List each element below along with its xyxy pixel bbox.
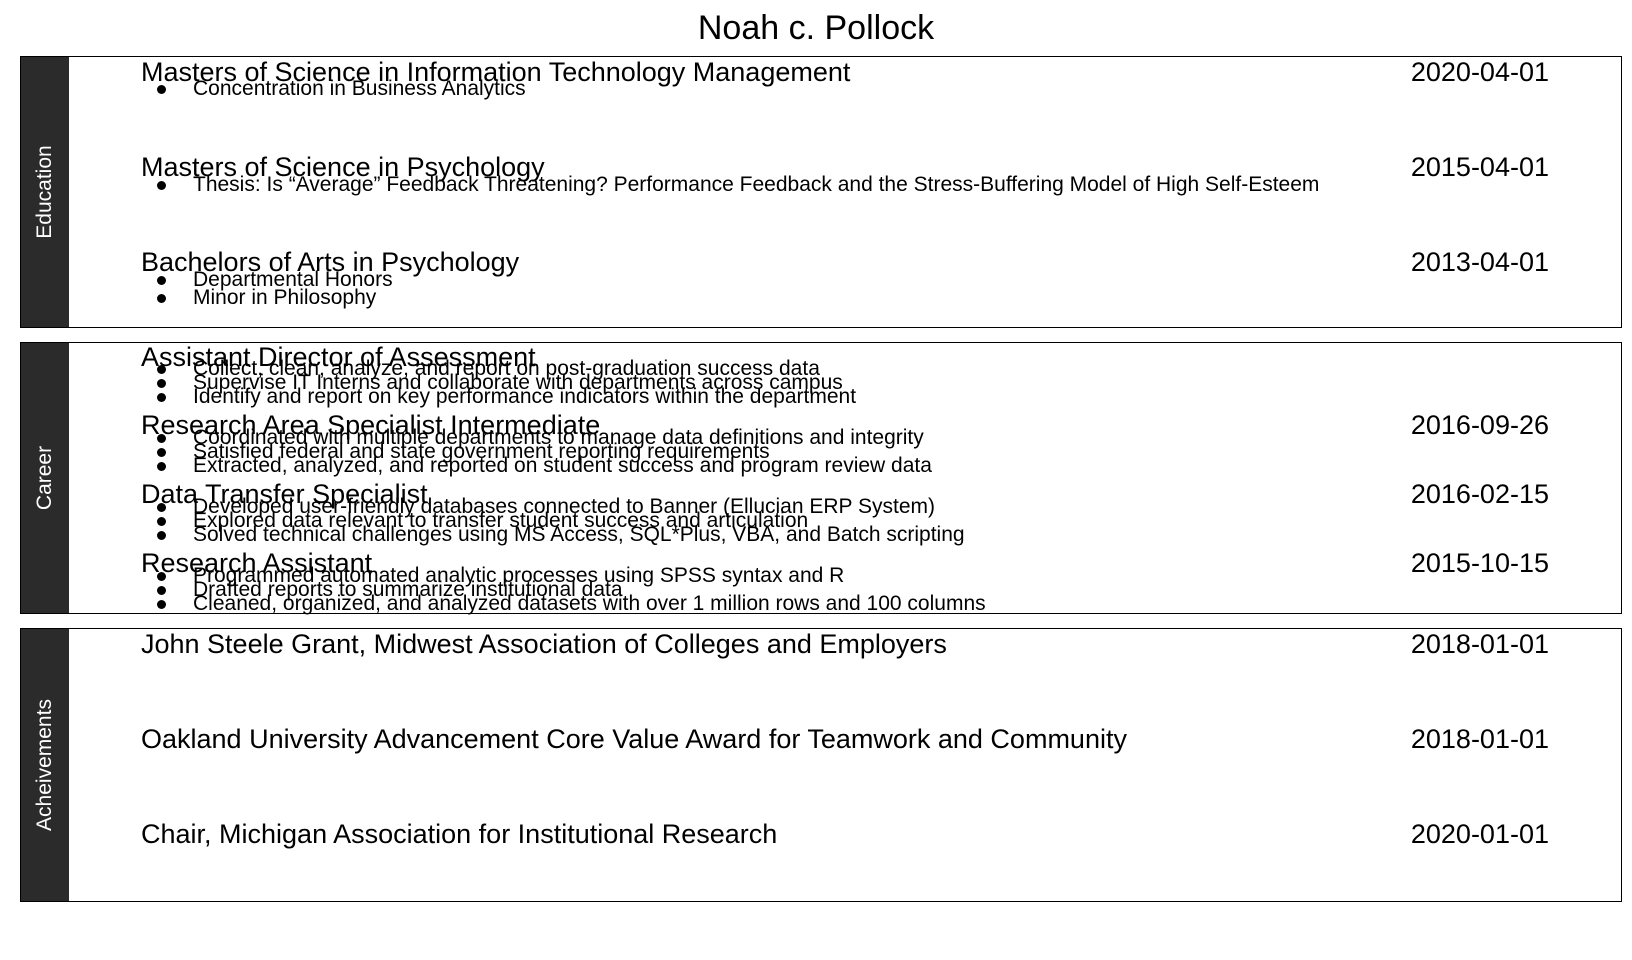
section-tab-career: Career [21,343,69,613]
entry-bullet: Satisfied federal and state government r… [21,441,1621,462]
entry-bullet-list: Concentration in Business Analytics [21,78,1621,99]
entry-bullet: Solved technical challenges using MS Acc… [21,524,1621,545]
entry-title: Bachelors of Arts in Psychology [141,247,520,277]
entry-title: Research Area Specialist Intermediate [141,410,601,440]
entry-bullet-list: Developed user-friendly databases connec… [21,496,1621,545]
entry-bullet: Concentration in Business Analytics [21,78,1621,99]
entry-bullet: Thesis: Is “Average” Feedback Threatenin… [21,174,1621,195]
entry-date: 2018-01-01 [1410,724,1549,754]
entry-bullet: Minor in Philosophy [21,287,1621,308]
entry-bullet: Supervise IT Interns and collaborate wit… [21,372,1621,393]
entry-title: Masters of Science in Information Techno… [141,57,851,87]
entry-bullet: Developed user-friendly databases connec… [21,496,1621,517]
career-section: Career Assistant Director of Assessment … [20,342,1622,614]
section-tab-achievements: Acheivements [21,629,69,901]
entry-bullet-list: Coordinated with multiple departments to… [21,427,1621,476]
entry-title: Data Transfer Specialist [141,479,428,509]
entry-date: 2015-10-15 [1410,548,1549,578]
entry-bullet: Explored data relevant to transfer stude… [21,510,1621,531]
entry-title: Oakland University Advancement Core Valu… [141,724,1127,754]
section-tab-education: Education [21,57,69,327]
education-section: Education Masters of Science in Informat… [20,56,1622,328]
entry-date: 2016-09-26 [1410,410,1549,440]
entry-date: 2020-01-01 [1410,819,1549,849]
entry-bullet: Identify and report on key performance i… [21,386,1621,407]
entry-bullet: Coordinated with multiple departments to… [21,427,1621,448]
achievements-section: Acheivements John Steele Grant, Midwest … [20,628,1622,902]
entry-date: 2015-04-01 [1410,152,1549,182]
entry-date: 2018-01-01 [1410,629,1549,659]
entry-date: 2020-04-01 [1410,57,1549,87]
entry-bullet: Collect, clean, analyze, and report on p… [21,358,1621,379]
entry-bullet: Programmed automated analytic processes … [21,565,1621,586]
entry-date: 2016-02-15 [1410,479,1549,509]
entry-title: John Steele Grant, Midwest Association o… [141,629,947,659]
entry-bullet: Extracted, analyzed, and reported on stu… [21,455,1621,476]
page-title: Noah c. Pollock [697,9,935,47]
entry-bullet-list: Departmental Honors Minor in Philosophy [21,269,1621,308]
entry-title: Assistant Director of Assessment [141,342,536,372]
entry-title: Research Assistant [141,548,373,578]
entry-bullet: Drafted reports to summarize institution… [21,579,1621,600]
entry-bullet-list: Programmed automated analytic processes … [21,565,1621,614]
entry-title: Masters of Science in Psychology [141,152,545,182]
entry-bullet-list: Collect, clean, analyze, and report on p… [21,358,1621,407]
entry-date: 2013-04-01 [1410,247,1549,277]
entry-bullet-list: Thesis: Is “Average” Feedback Threatenin… [21,174,1621,195]
entry-bullet: Cleaned, organized, and analyzed dataset… [21,593,1621,614]
section-label-achievements: Acheivements [33,699,56,831]
entry-bullet: Departmental Honors [21,269,1621,290]
entry-title: Chair, Michigan Association for Institut… [141,819,778,849]
